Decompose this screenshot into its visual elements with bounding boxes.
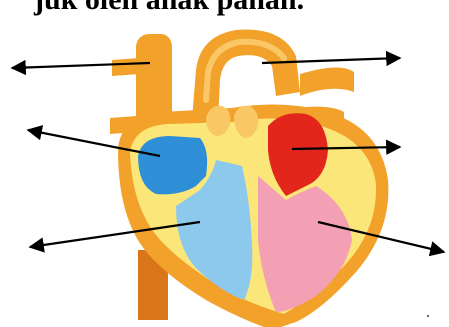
- scan-speck: [427, 315, 429, 317]
- pulmonary-artery-right: [300, 67, 354, 96]
- vessel-stub-upper: [112, 58, 140, 76]
